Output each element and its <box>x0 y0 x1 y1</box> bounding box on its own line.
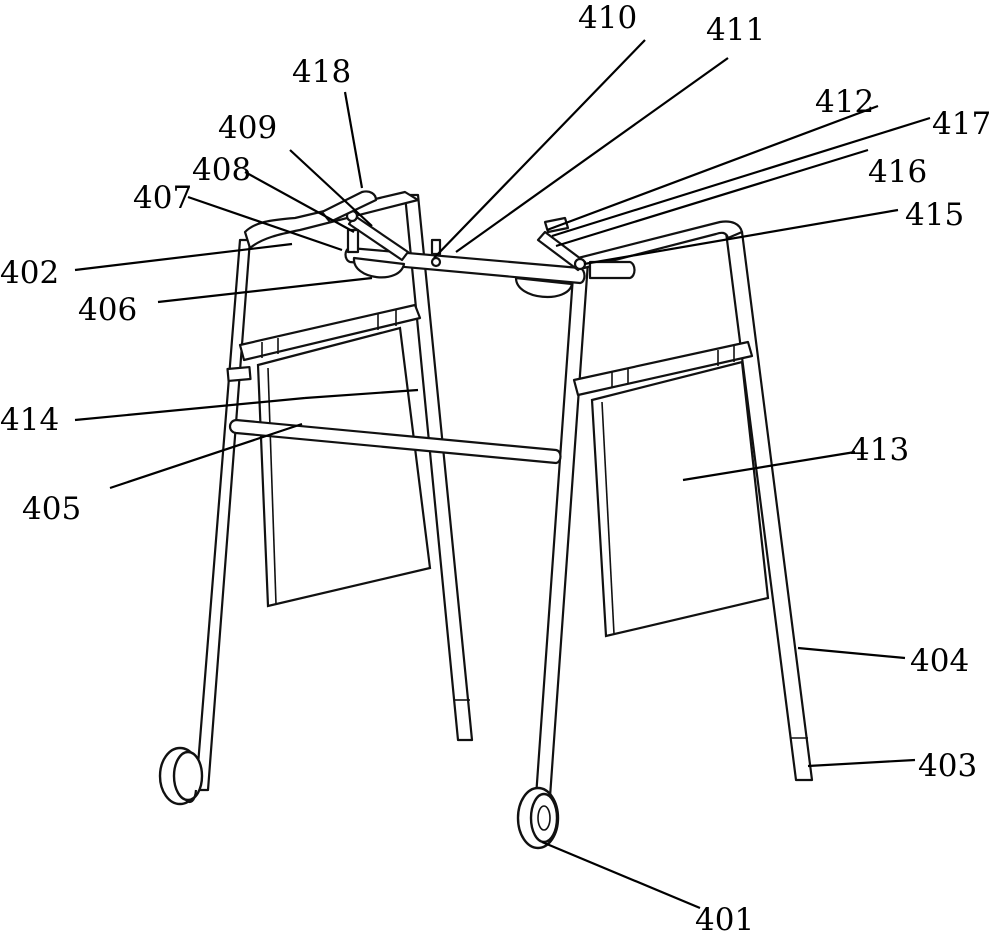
leader-406 <box>158 278 372 302</box>
label-403: 403 <box>918 748 977 784</box>
label-414: 414 <box>0 402 59 438</box>
lock-pin-408 <box>348 230 358 252</box>
pivot-416 <box>575 259 585 269</box>
label-405: 405 <box>22 491 81 527</box>
leader-403 <box>808 760 915 766</box>
label-415: 415 <box>905 197 964 233</box>
label-416: 416 <box>868 154 927 190</box>
label-418: 418 <box>292 54 351 90</box>
label-409: 409 <box>218 110 277 146</box>
label-401: 401 <box>695 902 754 936</box>
leader-418 <box>345 92 362 188</box>
front-left-leg <box>196 240 250 790</box>
right-extension <box>590 262 635 278</box>
leader-410 <box>434 40 645 258</box>
right-frame <box>518 221 812 848</box>
label-417: 417 <box>932 106 991 142</box>
front-right-leg <box>534 262 588 825</box>
leader-412 <box>547 106 878 230</box>
label-412: 412 <box>815 84 874 120</box>
leader-404 <box>798 648 905 658</box>
central-hinge-410 <box>432 258 440 266</box>
label-407: 407 <box>133 180 192 216</box>
right-storage-board-413 <box>592 362 768 636</box>
label-408: 408 <box>192 152 251 188</box>
left-storage-board-414 <box>258 328 430 606</box>
leader-402 <box>75 244 292 270</box>
label-410: 410 <box>578 0 637 36</box>
label-411: 411 <box>706 12 765 48</box>
label-413: 413 <box>850 432 909 468</box>
label-406: 406 <box>78 292 137 328</box>
label-404: 404 <box>910 643 969 679</box>
label-402: 402 <box>0 255 59 291</box>
leader-401 <box>542 842 700 908</box>
